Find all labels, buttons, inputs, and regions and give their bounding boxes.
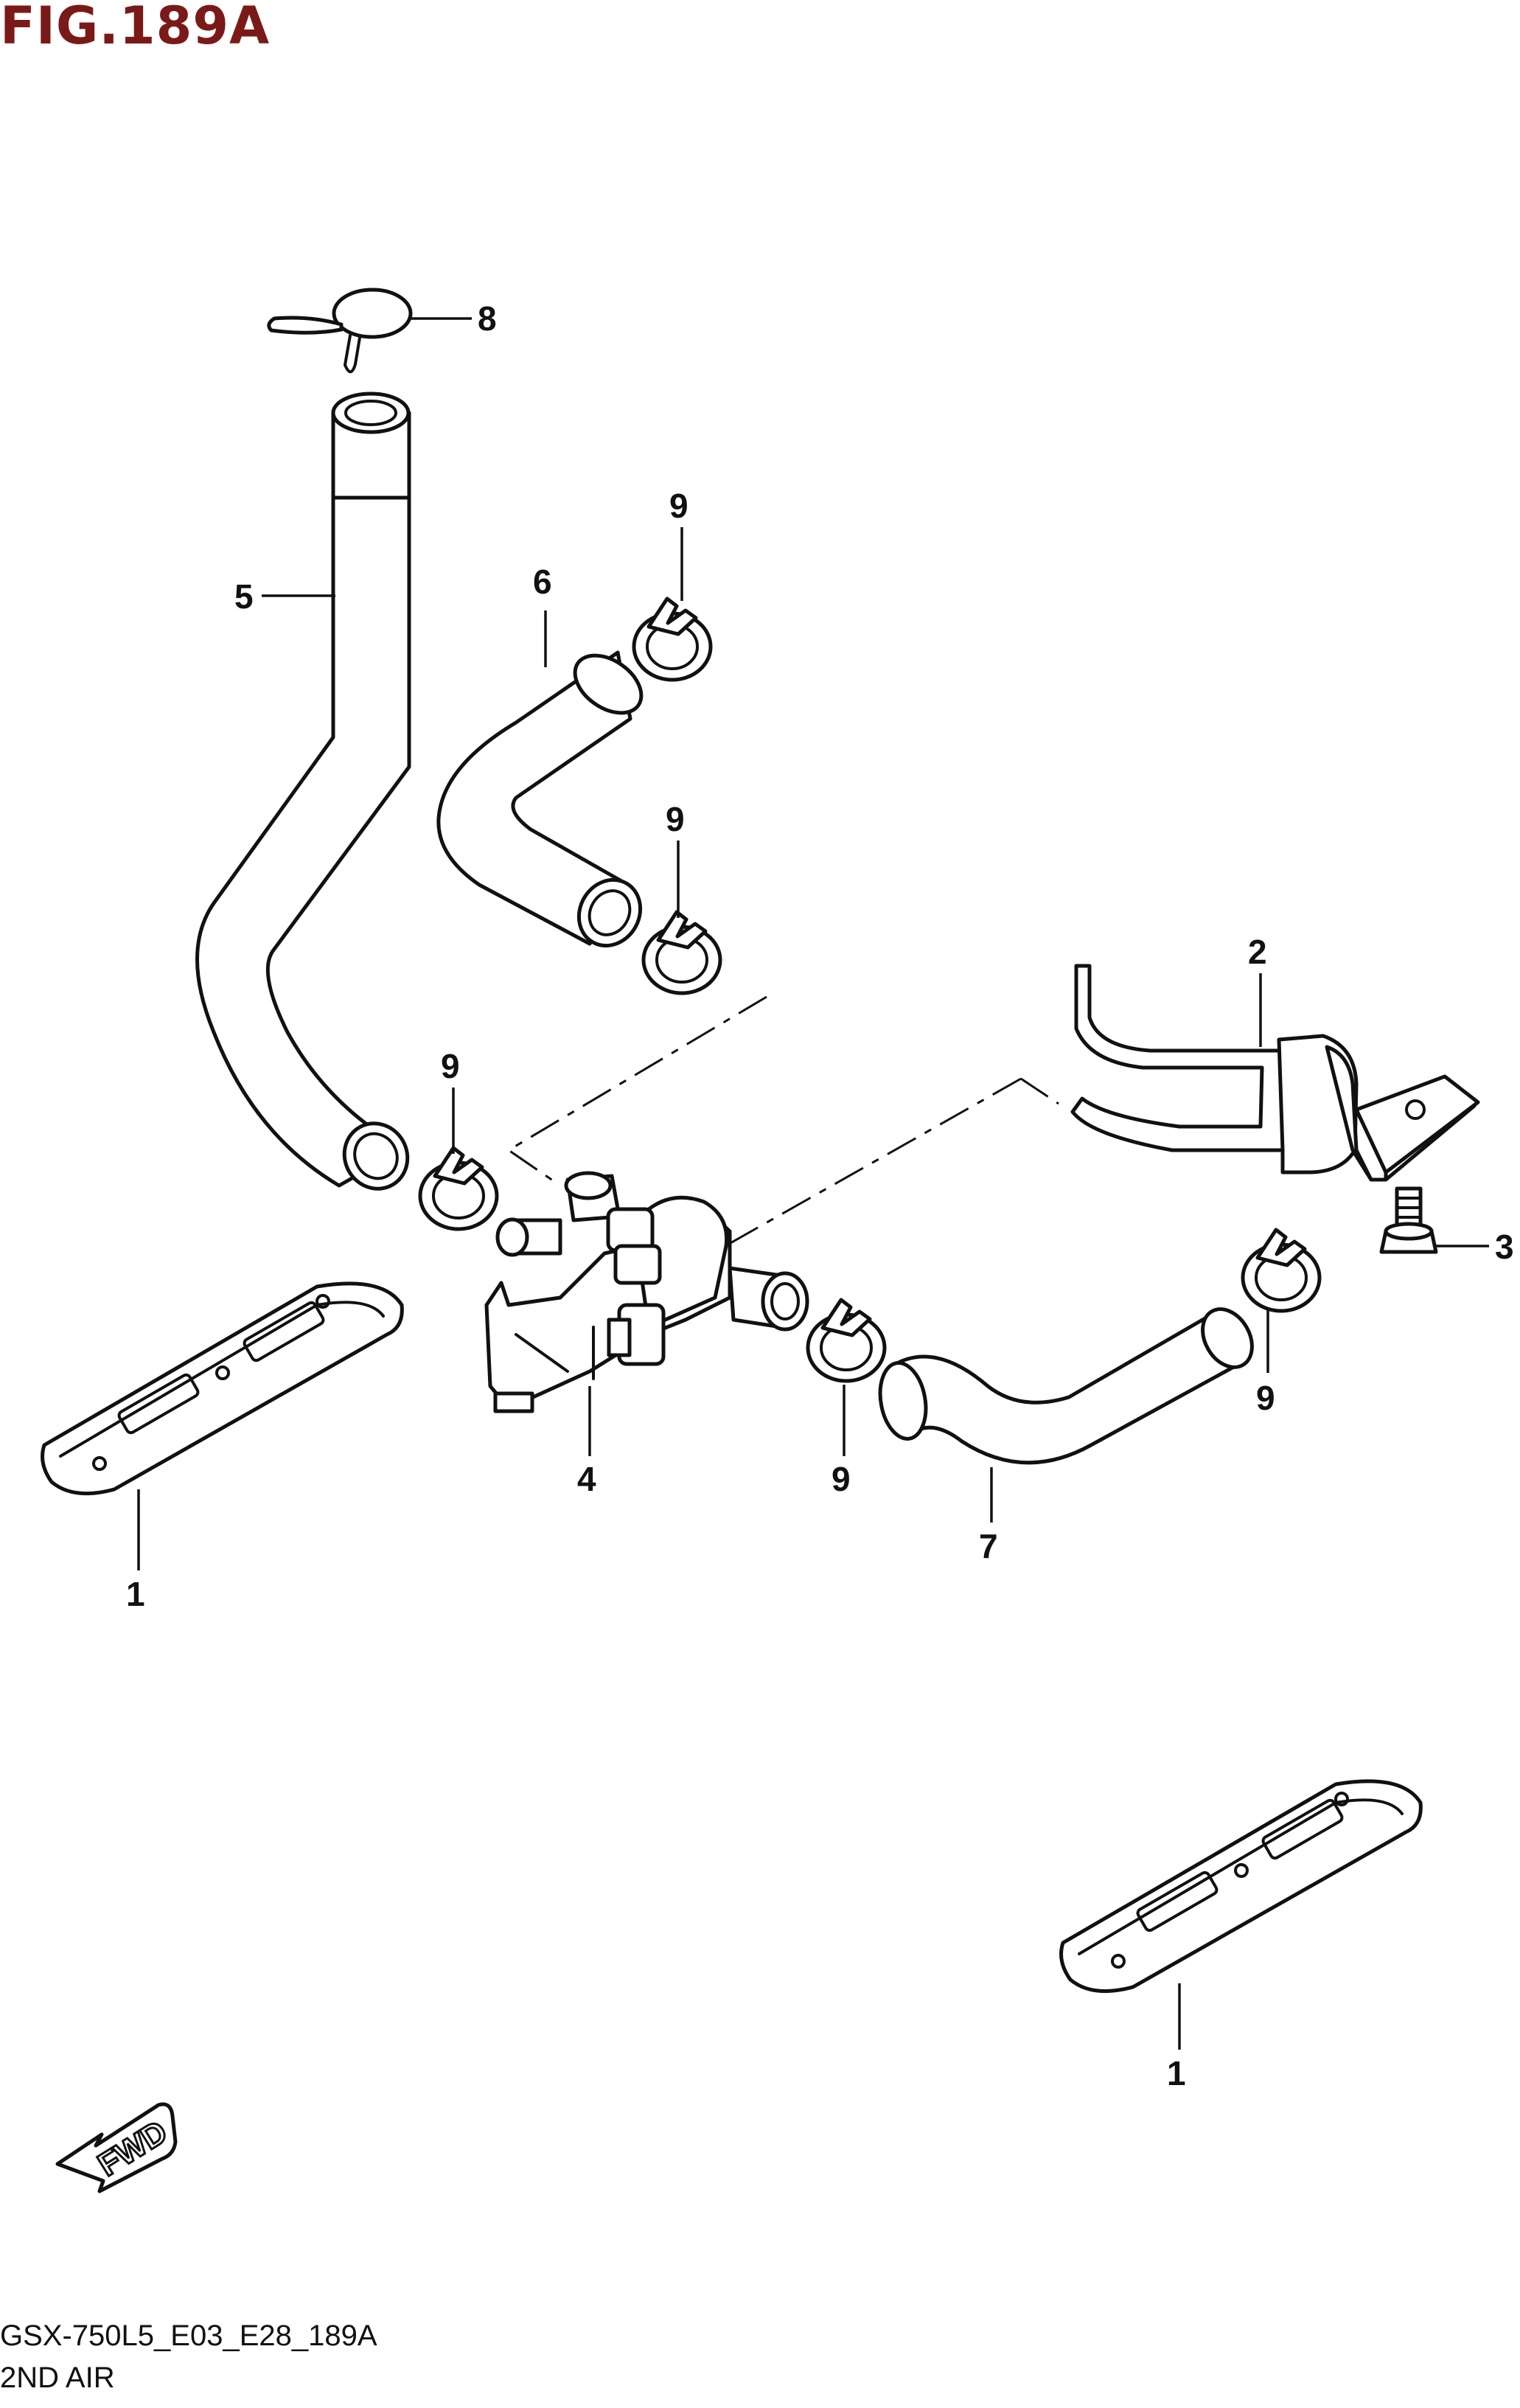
part-6-hose	[436, 650, 644, 948]
callout-5: 5	[234, 577, 254, 616]
part-9-clamp-b	[641, 910, 722, 995]
callout-9d: 9	[1256, 1379, 1275, 1417]
part-3-bolt	[1379, 1186, 1438, 1254]
callout-9c: 9	[441, 1047, 460, 1085]
section-name: 2ND AIR	[0, 2362, 115, 2394]
callout-1b: 1	[1167, 2054, 1186, 2092]
callout-8: 8	[478, 299, 497, 338]
part-9-clamp-c	[418, 1146, 499, 1231]
part-9-clamp-a	[632, 596, 713, 682]
part-5-hose	[195, 392, 411, 1191]
callout-2: 2	[1248, 933, 1267, 971]
model-code: GSX-750L5_E03_E28_189A	[0, 2320, 377, 2352]
callout-7: 7	[979, 1527, 998, 1565]
callout-1a: 1	[126, 1575, 145, 1613]
fwd-arrow-icon: FWD	[55, 2102, 178, 2193]
part-1-pad-right	[1059, 1779, 1423, 1994]
assembly-lines	[506, 995, 1059, 1299]
figure-title: FIG.189A	[0, 0, 271, 56]
part-9-clamp-d	[806, 1298, 887, 1383]
callout-9e: 9	[832, 1460, 851, 1498]
leader-lines	[137, 317, 1489, 2050]
callout-labels: 8 9 6 5 9 2 9 3 9 4 9 7 1 1	[126, 299, 1514, 2092]
callout-4: 4	[577, 1460, 596, 1498]
callout-3: 3	[1495, 1228, 1514, 1266]
part-2-pipe-bracket	[1070, 964, 1480, 1182]
part-8-clip	[267, 288, 413, 374]
callout-6: 6	[533, 563, 552, 601]
part-1-pad-left	[41, 1281, 404, 1496]
callout-9b: 9	[666, 800, 685, 838]
part-4-valve	[484, 1171, 809, 1413]
part-9-clamp-e	[1241, 1228, 1322, 1313]
callout-9a: 9	[669, 487, 688, 525]
part-7-hose	[878, 1307, 1254, 1465]
